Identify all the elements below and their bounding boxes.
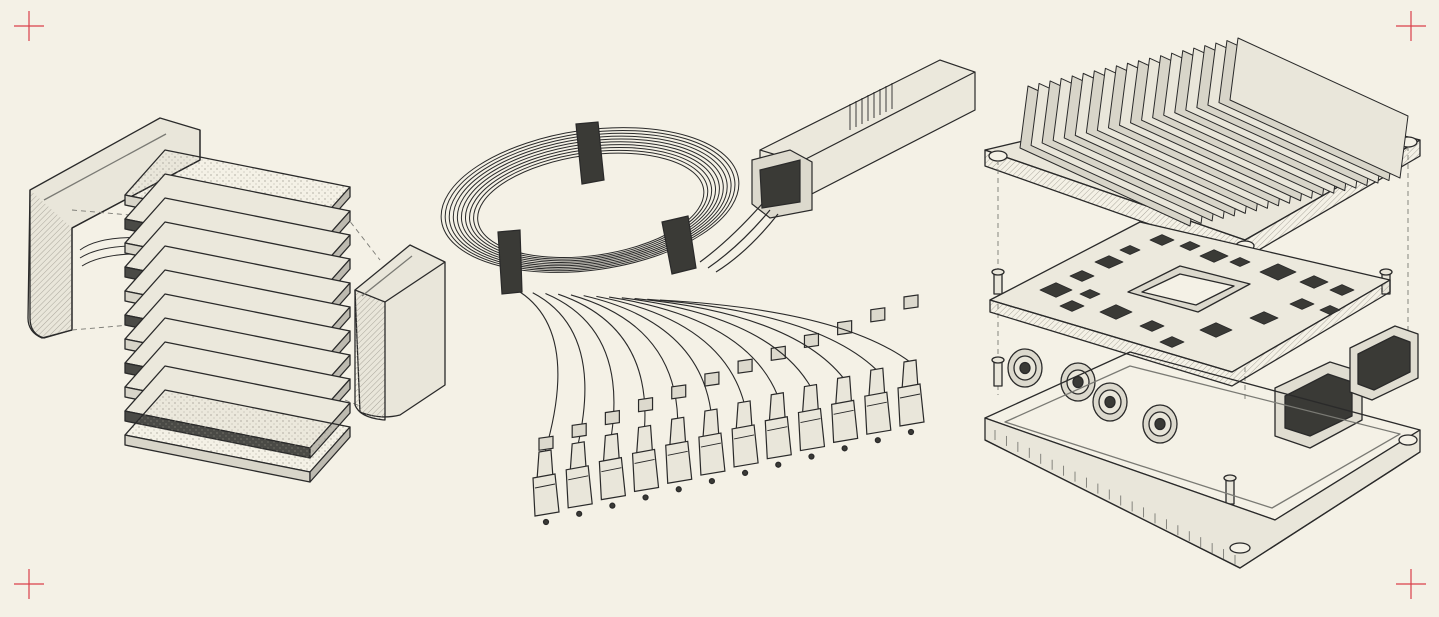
fiber-fanout — [519, 291, 925, 526]
coax-port-icon — [1092, 382, 1128, 422]
pcb-components — [1039, 234, 1355, 348]
pcb-component — [1099, 304, 1133, 320]
fiber-breakout-cable — [440, 59, 976, 526]
qsfp-transceiver — [751, 59, 976, 219]
cable-strap — [661, 215, 697, 275]
fiber-strand — [621, 297, 811, 387]
dielectric-layer-stack — [124, 149, 351, 483]
fiber-strand — [596, 295, 745, 404]
fiber-strand — [609, 296, 778, 395]
pcb-component — [1039, 282, 1073, 298]
pcb-component — [1259, 263, 1297, 281]
pcb-component — [1299, 275, 1329, 289]
fiber-strand — [634, 297, 845, 379]
fiber-strand — [545, 292, 615, 436]
multi-pin-connector — [1274, 361, 1363, 449]
sc-connector-icon — [831, 319, 859, 452]
base-enclosure — [984, 351, 1421, 569]
fiber-strand — [659, 299, 911, 363]
pcb-component — [1249, 311, 1279, 325]
pcb-component — [1139, 320, 1165, 332]
fiber-strand — [532, 292, 586, 444]
pcb-component — [1179, 241, 1201, 251]
sc-connector-icon — [532, 435, 560, 526]
sc-connector-icon — [665, 384, 693, 493]
cable-strap — [575, 121, 605, 185]
pcb-component — [1059, 300, 1085, 312]
fiber-strand — [570, 294, 679, 420]
cable-strap — [497, 229, 523, 295]
crop-mark-bottom-right — [1396, 569, 1426, 599]
printed-circuit-board — [989, 221, 1391, 387]
pcb-component — [1199, 322, 1233, 338]
sc-connector-icon — [598, 409, 627, 509]
sc-connector-icon — [565, 422, 593, 517]
capacitor-exploded-view — [27, 117, 446, 483]
crop-mark-bottom-left — [14, 569, 44, 599]
crop-mark-top-left — [14, 11, 44, 41]
pcb-component — [1119, 245, 1141, 255]
pcb-component — [1329, 284, 1355, 296]
pcb-component — [1289, 298, 1315, 310]
sc-connector-icon — [864, 307, 892, 444]
pcb-component — [1319, 305, 1341, 315]
sc-connector-icon — [797, 332, 826, 460]
fiber-strand — [583, 295, 712, 412]
pcb-component — [1199, 249, 1229, 263]
fiber-strand — [647, 298, 878, 371]
fiber-strand — [558, 293, 646, 428]
sc-connector-icon — [631, 397, 660, 501]
sc-connector-icon — [897, 294, 925, 436]
heatsink-fin — [1229, 37, 1409, 179]
ecu-enclosure-exploded-view — [984, 37, 1421, 569]
fiber-strand — [519, 291, 559, 453]
coax-port-icon — [1142, 404, 1178, 444]
pcb-component — [1159, 336, 1185, 348]
pcb-component — [1229, 257, 1251, 267]
pcb-component — [1149, 234, 1175, 246]
heatsink-fins — [1019, 37, 1409, 227]
pcb-component — [1069, 270, 1095, 282]
heatsink-lid — [984, 37, 1421, 259]
multi-pin-connector — [1349, 325, 1419, 401]
sc-connector-icon — [764, 345, 792, 468]
sc-connector-icon — [698, 371, 726, 485]
sc-connector-icon — [731, 358, 759, 477]
pcb-component — [1079, 289, 1101, 299]
coax-port-icon — [1007, 348, 1043, 388]
crop-marks — [14, 11, 1426, 599]
crop-mark-top-right — [1396, 11, 1426, 41]
pcb-component — [1094, 255, 1124, 269]
right-end-cap — [354, 244, 446, 421]
enclosure-ribs — [994, 430, 1236, 565]
